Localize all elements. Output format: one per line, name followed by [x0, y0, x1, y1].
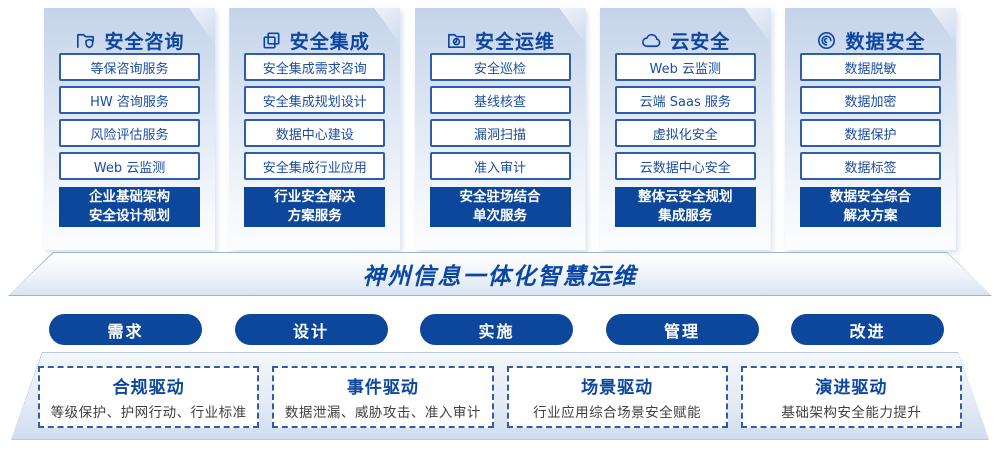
column-security-operations: 安全运维 安全巡检 基线核查 漏洞扫描 准入审计 安全驻场结合 单次服务: [415, 8, 586, 250]
driver-title: 演进驱动: [815, 378, 888, 398]
phase-pill-implement: 实施: [420, 314, 573, 345]
column-title: 安全集成: [289, 30, 370, 53]
solution-line: 整体云安全规划: [638, 189, 733, 206]
service-item: 安全集成规划设计: [244, 86, 386, 114]
driver-desc: 行业应用综合场景安全赋能: [533, 405, 702, 421]
solution-line: 安全驻场结合: [459, 189, 541, 206]
column-data-security: 数据安全 数据脱敏 数据加密 数据保护 数据标签 数据安全综合 解决方案: [785, 8, 956, 250]
driver-title: 场景驱动: [581, 378, 654, 398]
copy-docs-icon: [263, 31, 280, 49]
column-solution-box: 安全驻场结合 单次服务: [429, 187, 571, 227]
service-item: 安全巡检: [429, 53, 571, 81]
column-solution-box: 整体云安全规划 集成服务: [614, 187, 756, 227]
service-item: 安全集成行业应用: [244, 152, 386, 180]
service-item: HW 咨询服务: [59, 86, 200, 114]
driver-boxes: 合规驱动 等级保护、护网行动、行业标准 事件驱动 数据泄漏、威胁攻击、准入审计 …: [38, 366, 962, 428]
folder-shield-icon: [77, 33, 95, 48]
solution-line: 行业安全解决: [274, 189, 356, 206]
column-title: 安全运维: [474, 30, 555, 53]
folder-clock-icon: [448, 33, 465, 48]
solution-line: 单次服务: [473, 208, 527, 224]
driver-title: 事件驱动: [346, 378, 419, 398]
service-item: 基线核查: [429, 86, 571, 114]
driver-evolution: 演进驱动 基础架构安全能力提升: [740, 366, 962, 428]
driver-title: 合规驱动: [112, 378, 185, 398]
solution-line: 集成服务: [658, 208, 713, 224]
platform-banner-surface: 神州信息一体化智慧运维: [9, 253, 991, 295]
solution-line: 数据安全综合: [830, 189, 911, 206]
column-security-consulting: 安全咨询 等保咨询服务 HW 咨询服务 风险评估服务 Web 云监测 企业基础架…: [44, 8, 215, 250]
column-security-integration: 安全集成 安全集成需求咨询 安全集成规划设计 数据中心建设 安全集成行业应用 行…: [229, 8, 401, 250]
phase-pill-design: 设计: [234, 314, 388, 345]
column-title: 数据安全: [845, 30, 926, 53]
driver-scenario: 场景驱动 行业应用综合场景安全赋能: [506, 366, 728, 428]
column-solution-box: 数据安全综合 解决方案: [800, 187, 941, 227]
service-item: 风险评估服务: [59, 119, 200, 147]
service-item: 云数据中心安全: [614, 152, 756, 180]
service-item: 数据保护: [800, 119, 941, 147]
service-item: 数据脱敏: [800, 53, 941, 81]
column-header: 安全咨询: [44, 27, 215, 53]
phase-pill-improve: 改进: [791, 314, 944, 345]
solution-line: 安全设计规划: [89, 208, 170, 224]
column-header: 云安全: [600, 27, 771, 53]
column-header: 数据安全: [785, 27, 956, 53]
solution-line: 解决方案: [843, 208, 898, 224]
platform-banner-title: 神州信息一体化智慧运维: [362, 264, 638, 290]
service-item: Web 云监测: [59, 152, 200, 180]
service-item: 云端 Saas 服务: [614, 86, 756, 114]
fingerprint-icon: [818, 31, 836, 49]
driver-desc: 等级保护、护网行动、行业标准: [50, 405, 247, 421]
solution-line: 方案服务: [287, 208, 342, 224]
phase-pill-manage: 管理: [605, 314, 759, 345]
column-cloud-security: 云安全 Web 云监测 云端 Saas 服务 虚拟化安全 云数据中心安全 整体云…: [600, 8, 771, 250]
driver-compliance: 合规驱动 等级保护、护网行动、行业标准: [38, 366, 260, 428]
service-item: 等保咨询服务: [59, 53, 200, 81]
driver-incident: 事件驱动 数据泄漏、威胁攻击、准入审计: [272, 366, 494, 428]
service-item: 数据中心建设: [244, 119, 386, 147]
column-title: 安全咨询: [104, 30, 185, 53]
solution-line: 企业基础架构: [89, 189, 170, 206]
service-item: 虚拟化安全: [614, 119, 756, 147]
driver-desc: 数据泄漏、威胁攻击、准入审计: [284, 405, 481, 421]
service-columns: 安全咨询 等保咨询服务 HW 咨询服务 风险评估服务 Web 云监测 企业基础架…: [44, 8, 956, 250]
column-solution-box: 企业基础架构 安全设计规划: [59, 187, 200, 227]
service-item: 安全集成需求咨询: [244, 53, 386, 81]
column-solution-box: 行业安全解决 方案服务: [244, 187, 386, 227]
service-item: 准入审计: [429, 152, 571, 180]
column-header: 安全集成: [229, 27, 400, 53]
phase-pill-demand: 需求: [49, 314, 202, 345]
column-title: 云安全: [670, 30, 731, 53]
service-item: Web 云监测: [614, 53, 756, 81]
cloud-icon: [642, 33, 661, 47]
column-header: 安全运维: [415, 27, 586, 53]
service-item: 数据标签: [800, 152, 941, 180]
phase-pills: 需求 设计 实施 管理 改进: [49, 314, 944, 345]
platform-banner: 神州信息一体化智慧运维: [8, 252, 992, 296]
service-item: 漏洞扫描: [429, 119, 571, 147]
service-item: 数据加密: [800, 86, 941, 114]
driver-desc: 基础架构安全能力提升: [781, 405, 922, 421]
